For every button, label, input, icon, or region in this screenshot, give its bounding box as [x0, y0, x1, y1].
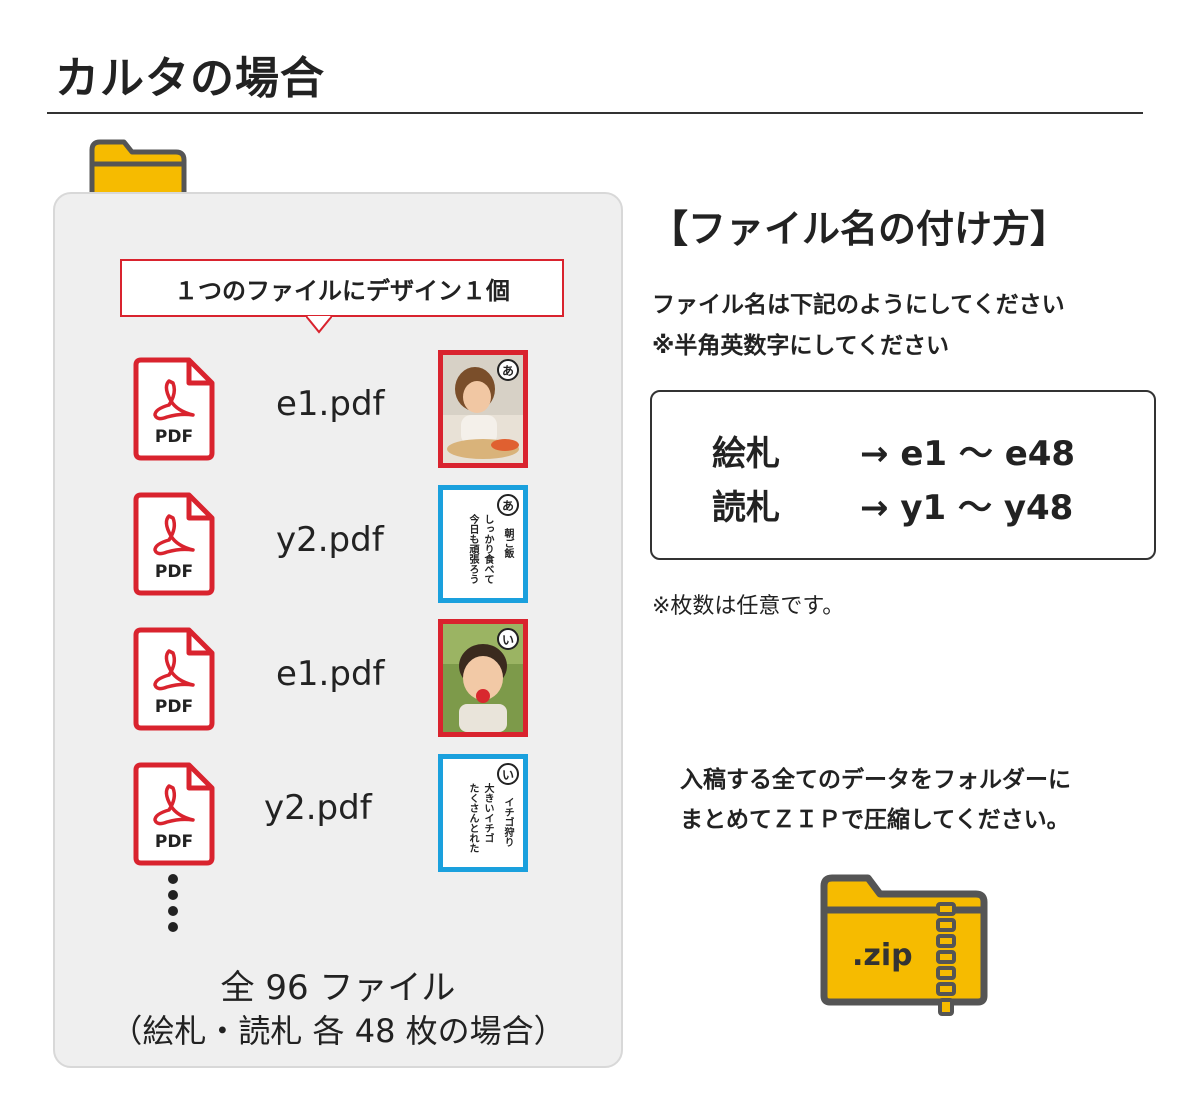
pdf-icon-label: PDF — [154, 562, 194, 582]
pdf-icon-label: PDF — [154, 427, 194, 447]
callout-tail — [306, 316, 332, 334]
page-title: カルタの場合 — [55, 53, 325, 104]
pdf-icon: PDF — [133, 627, 215, 735]
vertical-ellipsis — [168, 874, 178, 938]
callout-one-design-per-file: １つのファイルにデザイン１個 — [120, 259, 564, 317]
filename-label: y2.pdf — [276, 520, 384, 560]
submit-instruction-zip: まとめてＺＩＰで圧縮してください。 — [680, 807, 1070, 833]
pdf-icon: PDF — [133, 357, 215, 465]
pdf-icon-label: PDF — [154, 697, 194, 717]
total-files-label: 全 96 ファイル — [220, 968, 456, 1008]
total-files-note: （絵札・読札 各 48 枚の場合） — [110, 1012, 566, 1050]
card-text-line: イチゴ狩り — [502, 797, 513, 847]
card-e1-a: あ — [438, 350, 528, 468]
card-y2-a: あ 朝ご飯 しっかり食べて 今日も頑張ろう — [438, 485, 528, 603]
card-letter-badge: い — [497, 628, 519, 650]
naming-instruction-halfwidth: ※半角英数字にしてください — [652, 333, 949, 359]
card-text-line: 今日も頑張ろう — [467, 514, 478, 584]
card-text-line: しっかり食べて — [482, 514, 493, 584]
naming-instruction: ファイル名は下記のようにしてください — [652, 292, 1065, 318]
card-text-line: 大きいイチゴ — [482, 783, 493, 843]
card-text-line: 朝ご飯 — [502, 528, 513, 558]
rule-label-picture-card: 絵札 — [712, 434, 780, 474]
filename-label: e1.pdf — [276, 384, 385, 424]
card-y2-i: い イチゴ狩り 大きいイチゴ たくさんとれた — [438, 754, 528, 872]
count-note: ※枚数は任意です。 — [652, 594, 845, 619]
card-letter-badge: あ — [497, 359, 519, 381]
pdf-icon: PDF — [133, 762, 215, 870]
submit-instruction: 入稿する全てのデータをフォルダーに — [680, 767, 1071, 793]
card-e1-i: い — [438, 619, 528, 737]
rule-value-reading-card: → y1 〜 y48 — [860, 488, 1074, 528]
title-divider — [47, 112, 1143, 114]
naming-rules-box — [650, 390, 1156, 560]
rule-value-picture-card: → e1 〜 e48 — [860, 434, 1076, 474]
pdf-icon-label: PDF — [154, 832, 194, 852]
filename-label: y2.pdf — [264, 788, 372, 828]
card-letter-badge: い — [497, 763, 519, 785]
card-text-line: たくさんとれた — [467, 783, 478, 853]
zip-folder-icon: .zip — [818, 872, 990, 1022]
pdf-icon: PDF — [133, 492, 215, 600]
naming-section-title: 【ファイル名の付け方】 — [650, 207, 1069, 251]
filename-label: e1.pdf — [276, 654, 385, 694]
rule-label-reading-card: 読札 — [712, 488, 780, 528]
zip-label: .zip — [852, 938, 913, 973]
card-letter-badge: あ — [497, 494, 519, 516]
